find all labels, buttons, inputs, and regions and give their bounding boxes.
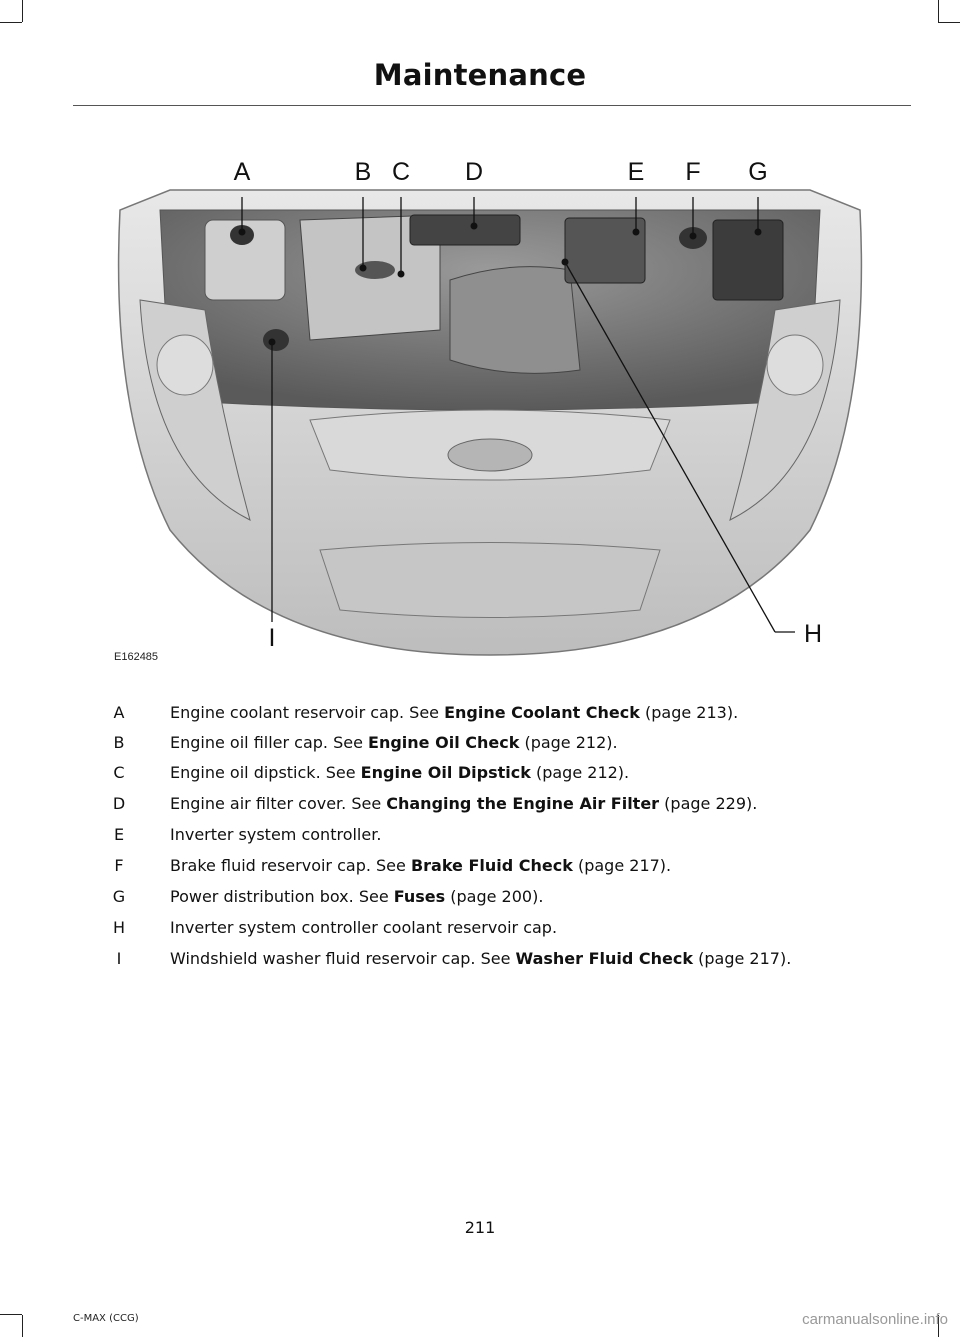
page-number: 211: [464, 1218, 496, 1237]
footer-model-code: C-MAX (CCG): [73, 1313, 139, 1324]
page-reference: (page 217).: [693, 949, 792, 968]
legend-item: C Engine oil dipstick. See Engine Oil Di…: [0, 763, 960, 793]
legend-key: I: [116, 949, 122, 968]
legend-description: Inverter system controller coolant reser…: [170, 918, 558, 937]
callout-label-i: I: [268, 624, 276, 652]
legend-key: A: [113, 703, 125, 722]
engine-compartment-drawing: [117, 189, 863, 656]
figure-id: E162485: [114, 651, 159, 663]
crop-mark: [938, 1315, 939, 1337]
crop-mark: [22, 0, 23, 22]
legend-key: C: [113, 763, 125, 782]
callout-label-a: A: [233, 158, 251, 186]
callout-label-h: H: [803, 620, 823, 648]
legend-description: Engine oil dipstick. See: [170, 763, 361, 782]
page-reference: (page 200).: [445, 887, 544, 906]
page-reference: (page 213).: [639, 703, 739, 722]
legend-key: F: [114, 856, 124, 875]
legend-item: F Brake fluid reservoir cap. See Brake F…: [0, 856, 960, 886]
crop-mark: [22, 1315, 23, 1337]
crop-mark: [0, 22, 22, 23]
cross-reference-link[interactable]: Fuses: [393, 887, 446, 906]
legend-description: Engine coolant reservoir cap. See: [170, 703, 445, 722]
legend-item: D Engine air filter cover. See Changing …: [0, 794, 960, 824]
legend-key: G: [112, 887, 126, 906]
page-reference: (page 229).: [659, 794, 758, 813]
callout-label-c: C: [391, 158, 411, 186]
cross-reference-link[interactable]: Engine Oil Dipstick: [360, 763, 531, 782]
cross-reference-link[interactable]: Engine Oil Check: [368, 733, 520, 752]
legend-key: D: [112, 794, 126, 813]
cross-reference-link[interactable]: Brake Fluid Check: [410, 856, 573, 875]
header-divider: [73, 105, 911, 106]
cross-reference-link[interactable]: Changing the Engine Air Filter: [386, 794, 660, 813]
legend-item: I Windshield washer fluid reservoir cap.…: [0, 949, 960, 979]
crop-mark: [938, 22, 960, 23]
callout-label-g: G: [748, 158, 768, 186]
cross-reference-link[interactable]: Washer Fluid Check: [515, 949, 694, 968]
legend-item: H Inverter system controller coolant res…: [0, 918, 960, 948]
page-reference: (page 212).: [530, 763, 630, 782]
crop-mark: [0, 1314, 22, 1315]
page-reference: (page 212).: [519, 733, 618, 752]
legend-item: E Inverter system controller.: [0, 825, 960, 855]
engine-compartment-illustration: A B C D E F G H I: [110, 150, 870, 660]
callout-label-e: E: [627, 158, 645, 186]
legend-description: Engine air filter cover. See: [170, 794, 387, 813]
crop-mark: [938, 0, 939, 22]
cross-reference-link[interactable]: Engine Coolant Check: [444, 703, 640, 722]
legend-key: E: [113, 825, 125, 844]
legend-description: Power distribution box. See: [170, 887, 394, 906]
legend-description: Engine oil filler cap. See: [170, 733, 369, 752]
legend-item: G Power distribution box. See Fuses (pag…: [0, 887, 960, 917]
callout-label-f: F: [685, 158, 701, 186]
page-reference: (page 217).: [572, 856, 672, 875]
legend-description: Brake fluid reservoir cap. See: [170, 856, 411, 875]
callout-label-d: D: [464, 158, 484, 186]
callout-label-b: B: [354, 158, 372, 186]
legend-key: H: [112, 918, 126, 937]
legend-item: A Engine coolant reservoir cap. See Engi…: [0, 703, 960, 733]
legend-item: B Engine oil filler cap. See Engine Oil …: [0, 733, 960, 763]
legend-description: Windshield washer fluid reservoir cap. S…: [170, 949, 516, 968]
legend-key: B: [113, 733, 125, 752]
watermark: carmanualsonline.info: [802, 1311, 948, 1328]
legend-description: Inverter system controller.: [170, 825, 382, 844]
page-title: Maintenance: [373, 58, 587, 92]
